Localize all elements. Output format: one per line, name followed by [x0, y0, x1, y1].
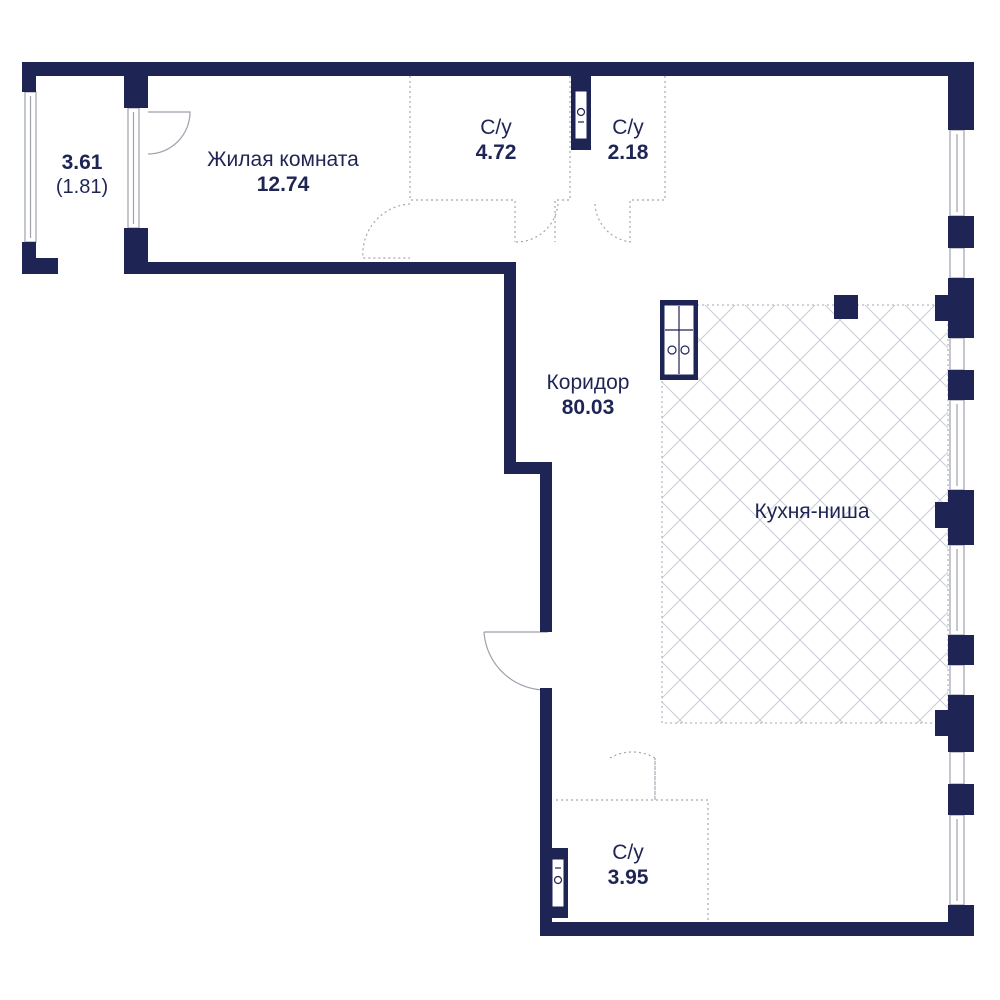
living-room-name: Жилая комната: [207, 148, 359, 171]
bathroom-2-area: 2.18: [607, 141, 649, 165]
doors: [147, 111, 549, 691]
bathroom-1-name: С/у: [480, 116, 512, 139]
kitchen-niche-label: Кухня-ниша: [730, 499, 894, 524]
corridor-label: Коридор 80.03: [526, 370, 650, 420]
living-room-area: 12.74: [256, 173, 310, 197]
kitchen-niche-floor: [661, 304, 949, 724]
bathroom-3-label: С/у 3.95: [592, 840, 664, 890]
corridor-name: Коридор: [546, 371, 630, 394]
partitions: [362, 76, 709, 920]
windows: [24, 91, 965, 906]
bathroom-1-label: С/у 4.72: [460, 115, 532, 165]
walls: [22, 62, 974, 936]
corridor-area: 80.03: [561, 396, 615, 420]
bathroom-1-area: 4.72: [475, 141, 517, 165]
bathroom-3-name: С/у: [612, 841, 644, 864]
balcony-label: 3.61 (1.81): [42, 150, 122, 199]
fixtures: [553, 107, 693, 885]
bathroom-2-name: С/у: [612, 116, 644, 139]
bathroom-3-area: 3.95: [607, 866, 649, 890]
kitchen-niche-name: Кухня-ниша: [754, 500, 870, 523]
balcony-area: 3.61: [61, 151, 103, 174]
balcony-sub-area: (1.81): [55, 176, 109, 199]
bathroom-2-label: С/у 2.18: [592, 115, 664, 165]
living-room-label: Жилая комната 12.74: [180, 147, 386, 197]
